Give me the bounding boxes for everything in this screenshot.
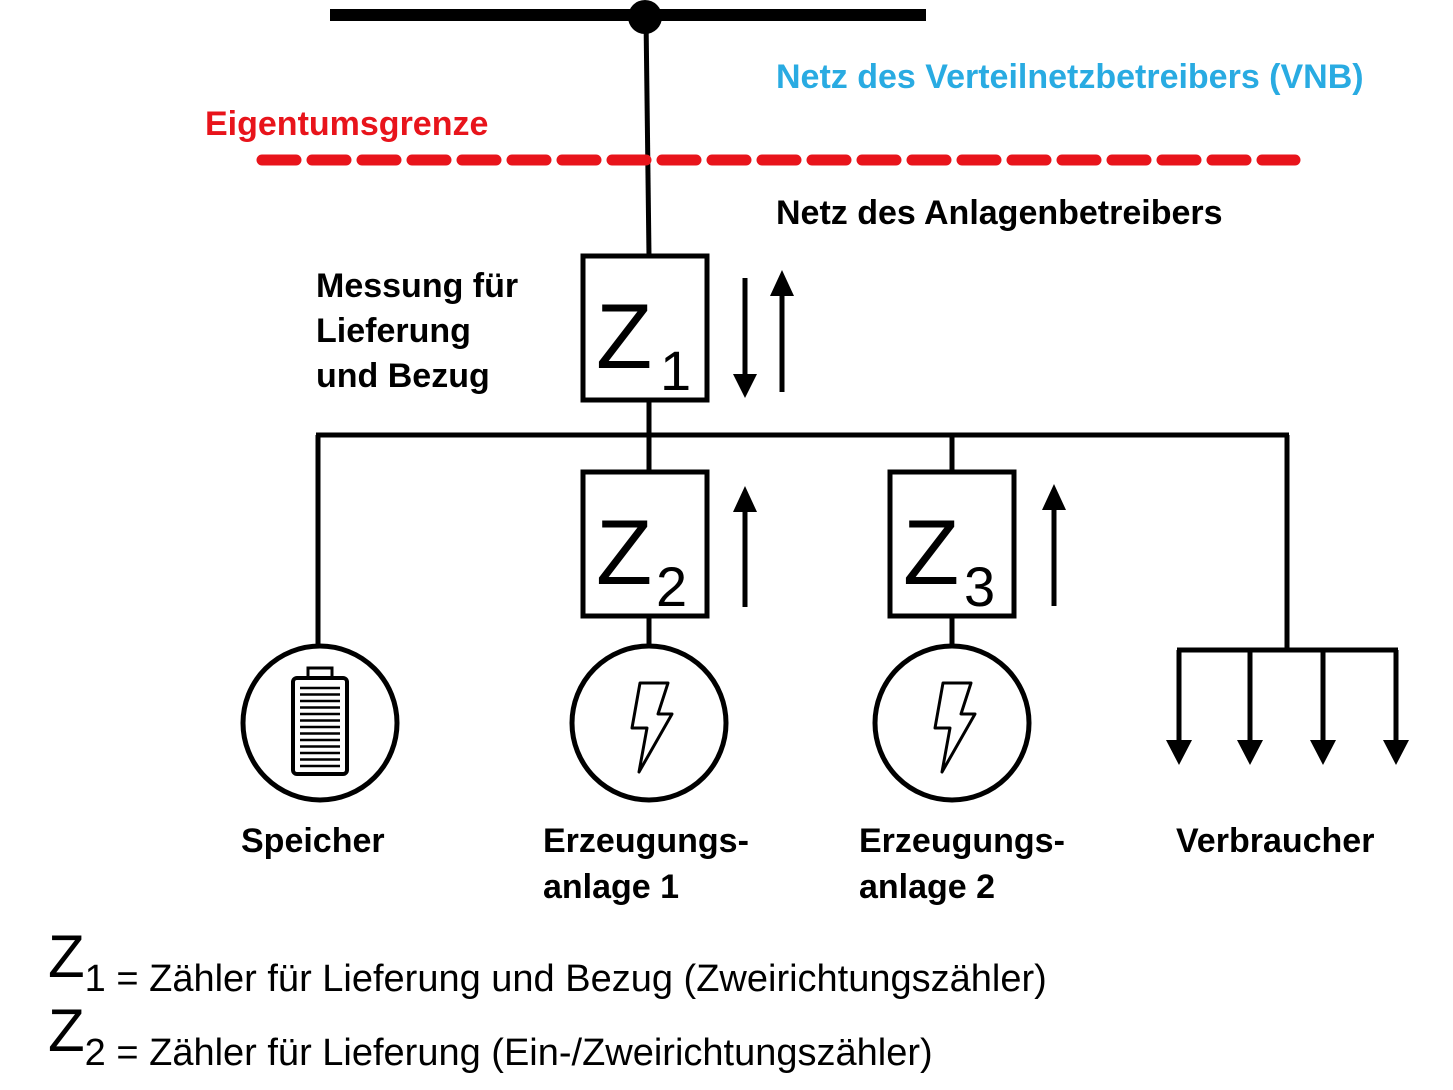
- meter-z2-letter: Z: [596, 502, 652, 604]
- battery-icon: [291, 666, 349, 776]
- storage-label: Speicher: [241, 822, 385, 860]
- meter-z3: Z 3: [887, 469, 1017, 619]
- legend-z1-index: 1: [84, 958, 106, 1000]
- generator-1-symbol: [569, 643, 729, 803]
- legend-item-z1: Z1 = Zähler für Lieferung und Bezug (Zwe…: [48, 922, 1047, 1000]
- consumer-label: Verbraucher: [1176, 822, 1375, 860]
- arrows-down-icon: [1166, 647, 1409, 765]
- meter-z1: Z 1: [580, 253, 710, 403]
- meter-z3-letter: Z: [903, 502, 959, 604]
- measurement-label-line-2: Lieferung: [316, 312, 471, 350]
- feeder-line: [643, 16, 652, 257]
- generator-1-label-line-2: anlage 1: [543, 868, 680, 906]
- generator-2-symbol: [872, 643, 1032, 803]
- meter-z2: Z 2: [580, 469, 710, 619]
- arrow-up-icon: [733, 486, 757, 607]
- legend-z2-text: = Zähler für Lieferung (Ein-/Zweirichtun…: [105, 1032, 933, 1074]
- meter-z1-letter: Z: [596, 286, 652, 388]
- property-boundary-label: Eigentumsgrenze: [205, 105, 489, 143]
- meter-z2-index: 2: [656, 555, 687, 618]
- measurement-label-line-3: und Bezug: [316, 357, 490, 395]
- legend-z2-index: 2: [84, 1032, 106, 1074]
- generator-1-label-line-1: Erzeugungs-: [543, 822, 749, 860]
- generator-2-label-line-1: Erzeugungs-: [859, 822, 1065, 860]
- meter-z1-index: 1: [660, 339, 691, 402]
- operator-network-label: Netz des Anlagenbetreibers: [776, 194, 1223, 232]
- connection-node: [628, 0, 662, 34]
- vnb-network-label: Netz des Verteilnetzbetreibers (VNB): [776, 58, 1364, 96]
- measurement-label-line-1: Messung für: [316, 267, 519, 305]
- lightning-icon: [933, 681, 977, 774]
- arrow-up-icon: [1042, 484, 1066, 606]
- legend-item-z2: Z2 = Zähler für Lieferung (Ein-/Zweirich…: [48, 996, 933, 1074]
- generator-2-label-line-2: anlage 2: [859, 868, 996, 906]
- bidirectional-arrows-icon: [733, 270, 794, 398]
- meter-z3-index: 3: [964, 555, 995, 618]
- lightning-icon: [630, 681, 674, 774]
- storage-symbol: [240, 643, 400, 803]
- legend-z1-letter: Z: [48, 923, 85, 990]
- legend-z1-text: = Zähler für Lieferung und Bezug (Zweiri…: [105, 958, 1047, 1000]
- legend-z2-letter: Z: [48, 997, 85, 1064]
